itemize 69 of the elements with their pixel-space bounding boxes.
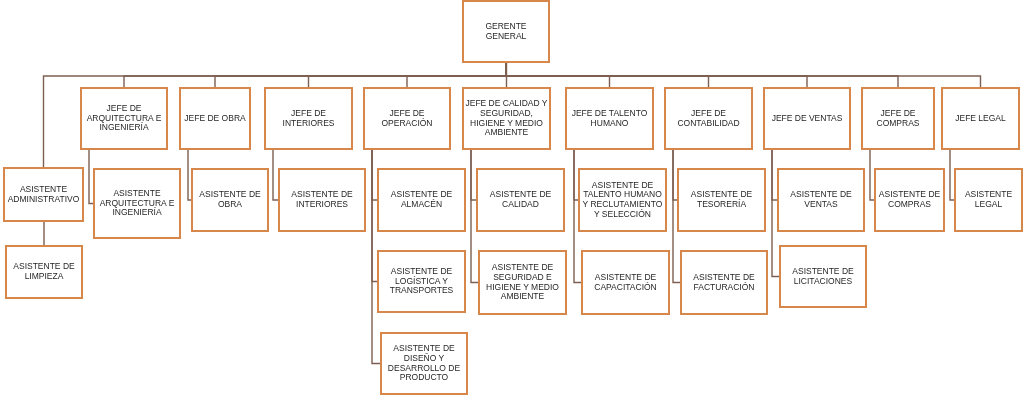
connector-line xyxy=(371,149,381,365)
position-title: ASISTENTE LEGAL xyxy=(963,190,1014,210)
position-title: JEFE DE CONTABILIDAD xyxy=(676,109,741,128)
position-box xyxy=(363,87,451,150)
position-box xyxy=(565,87,654,150)
connector-line xyxy=(272,149,279,201)
position-box xyxy=(264,87,353,150)
position-box xyxy=(680,250,768,315)
position-title: ASISTENTE ADMINISTRATIVO xyxy=(6,185,81,204)
position-title: JEFE DE OPERACIÓN xyxy=(380,109,434,128)
position-title: GERENTE GENERAL xyxy=(484,22,528,41)
position-title: JEFE DE TALENTO HUMANO xyxy=(570,109,649,128)
position-title: ASISTENTE DE LIMPIEZA xyxy=(12,262,76,282)
connector-line xyxy=(88,149,94,205)
position-title: ASISTENTE DE OBRA xyxy=(198,190,262,210)
position-box xyxy=(763,87,851,150)
position-box xyxy=(278,168,366,232)
position-box xyxy=(941,87,1020,150)
position-box xyxy=(478,250,567,315)
position-title: ASISTENTE ARQUITECTURA E INGENIERÍA xyxy=(98,189,176,218)
position-box xyxy=(3,167,84,222)
position-title: JEFE DE CALIDAD Y SEGURIDAD, HIGIENE Y MEDIO AMBIENTE xyxy=(465,99,548,138)
position-box xyxy=(664,87,753,150)
position-title: ASISTENTE DE INTERIORES xyxy=(290,190,354,210)
position-title: JEFE DE ARQUITECTURA E INGENIERÍA xyxy=(85,104,163,133)
position-title: JEFE DE VENTAS xyxy=(771,113,843,124)
position-box xyxy=(677,168,766,232)
position-title: ASISTENTE DE LICITACIONES xyxy=(791,267,855,286)
position-box xyxy=(179,87,251,150)
connector-line xyxy=(869,149,875,201)
position-box xyxy=(462,0,550,63)
position-box xyxy=(874,168,945,232)
position-box xyxy=(861,87,935,150)
position-box xyxy=(779,245,867,308)
position-title: JEFE DE COMPRAS xyxy=(875,109,921,128)
position-title: ASISTENTE DE DISEÑO Y DESARROLLO DE PRODUCTO xyxy=(386,344,462,383)
position-title: ASISTENTE DE CALIDAD xyxy=(488,190,553,210)
position-title: JEFE LEGAL xyxy=(955,113,1006,124)
connector-line xyxy=(43,221,45,246)
connector-line xyxy=(672,149,681,284)
position-title: ASISTENTE DE TESORERÍA xyxy=(689,190,754,210)
position-box xyxy=(954,168,1023,232)
position-title: ASISTENTE DE VENTAS xyxy=(789,190,853,210)
position-title: ASISTENTE DE TALENTO HUMANO Y RECLUTAMIENTO Y SELECCIÓN xyxy=(581,180,664,220)
position-box xyxy=(578,168,667,232)
position-title: ASISTENTE DE SEGURIDAD E HIGIENE Y MEDIO AMBIENTE xyxy=(485,263,560,302)
connector-line xyxy=(470,149,479,284)
position-box xyxy=(476,168,565,232)
connector-line xyxy=(187,149,192,201)
position-title: JEFE DE INTERIORES xyxy=(281,109,336,128)
position-box xyxy=(5,245,83,299)
position-box xyxy=(377,250,466,313)
position-title: ASISTENTE DE ALMACÉN xyxy=(389,190,454,210)
position-title: ASISTENTE DE COMPRAS xyxy=(877,190,942,210)
position-box xyxy=(93,168,181,239)
position-box xyxy=(377,168,466,232)
connector-line xyxy=(949,149,955,201)
position-title: JEFE DE OBRA xyxy=(184,113,246,124)
position-title: ASISTENTE DE CAPACITACIÓN xyxy=(593,273,658,292)
position-box xyxy=(462,87,551,150)
connector-line xyxy=(573,149,582,284)
connector-line xyxy=(771,149,780,278)
position-box xyxy=(380,332,468,395)
position-box xyxy=(581,250,670,315)
position-title: ASISTENTE DE LOGÍSTICA Y TRANSPORTES xyxy=(388,267,455,296)
position-box xyxy=(191,168,269,232)
position-box xyxy=(777,168,865,232)
position-box xyxy=(80,87,168,150)
position-title: ASISTENTE DE FACTURACIÓN xyxy=(692,273,756,292)
